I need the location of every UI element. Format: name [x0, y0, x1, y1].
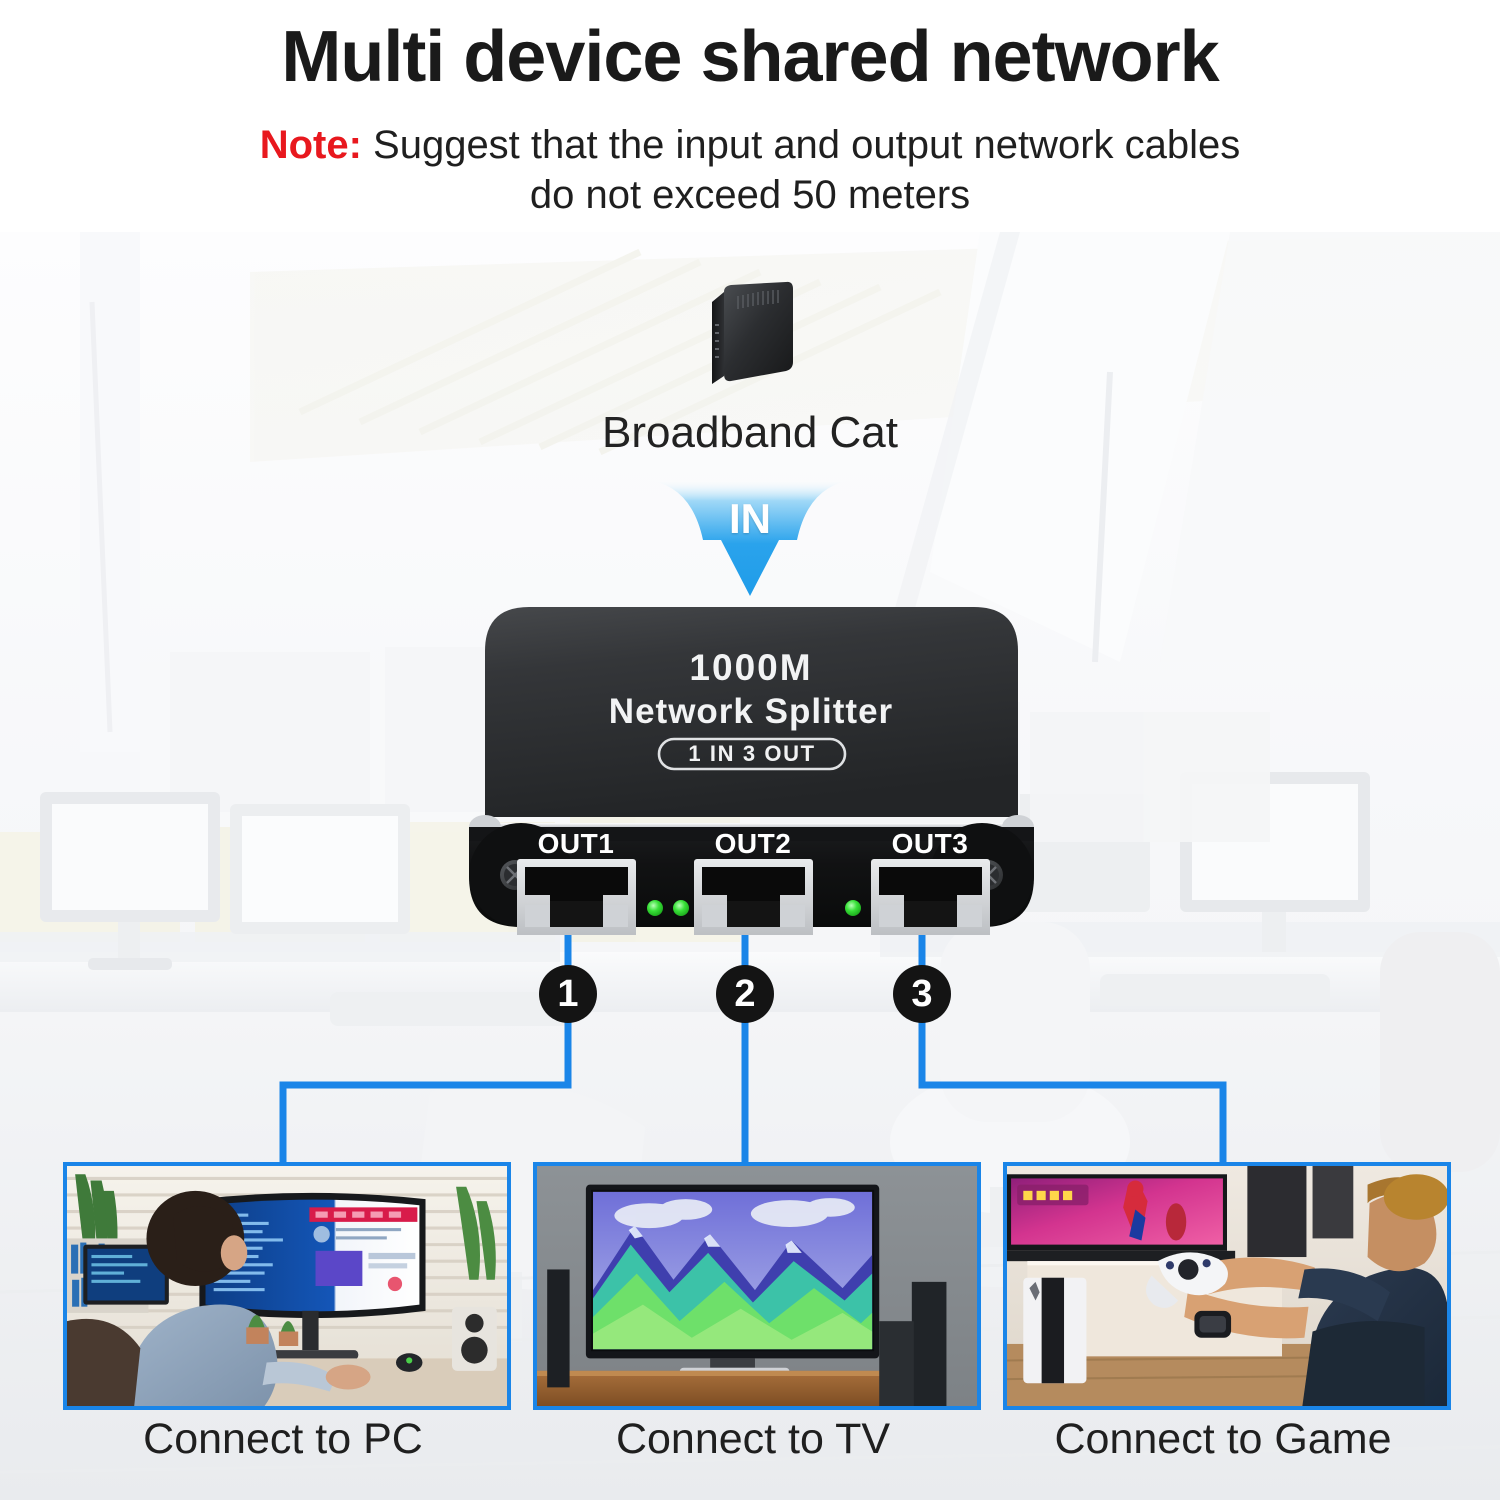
note-text-1: Suggest that the input and output networ…: [361, 123, 1241, 167]
led-indicator-2: [673, 900, 689, 916]
usecase-photo-pc: [63, 1162, 511, 1410]
header-band: Multi device shared network Note: Sugges…: [0, 0, 1500, 232]
led-indicator-3: [845, 900, 861, 916]
connection-badge-1: 1: [539, 965, 597, 1023]
pc-scene-illustration: [67, 1166, 507, 1406]
connector-line-3: [918, 930, 1227, 1162]
device-speed-label: 1000M: [689, 647, 812, 688]
tv-scene-illustration: [537, 1166, 977, 1406]
connection-badge-2: 2: [716, 965, 774, 1023]
usecase-caption-game: Connect to Game: [1054, 1415, 1392, 1463]
page-title: Multi device shared network: [281, 17, 1219, 97]
svg-text:OUT3: OUT3: [892, 828, 969, 859]
device-badge-label: 1 IN 3 OUT: [688, 741, 815, 766]
device-product-label: Network Splitter: [609, 692, 893, 731]
usecase-photo-game: [1003, 1162, 1451, 1410]
svg-text:OUT2: OUT2: [715, 828, 792, 859]
usecase-photo-tv: [533, 1162, 981, 1410]
connection-badge-3: 3: [893, 965, 951, 1023]
in-arrow-icon: [645, 480, 855, 596]
ethernet-port-out3: OUT3: [871, 828, 990, 935]
network-splitter-device: 1000M Network Splitter 1 IN 3 OUT OUT1 O: [469, 607, 1034, 935]
in-arrow-label: IN: [729, 495, 771, 542]
note-label: Note:: [259, 123, 362, 167]
led-indicator-1: [647, 900, 663, 916]
note-line-1: Note: Suggest that the input and output …: [0, 120, 1500, 170]
game-scene-illustration: [1007, 1166, 1447, 1406]
ethernet-port-out1: OUT1: [517, 828, 636, 935]
ethernet-port-out2: OUT2: [694, 828, 813, 935]
broadband-modem-icon: [712, 281, 793, 384]
svg-text:OUT1: OUT1: [538, 828, 615, 859]
connector-line-1: [279, 930, 572, 1162]
note-line-2: do not exceed 50 meters: [529, 173, 971, 217]
status-leds: [647, 900, 861, 916]
usecase-caption-tv: Connect to TV: [615, 1415, 891, 1463]
usecase-caption-pc: Connect to PC: [143, 1415, 423, 1463]
broadband-device-label: Broadband Cat: [602, 408, 898, 457]
